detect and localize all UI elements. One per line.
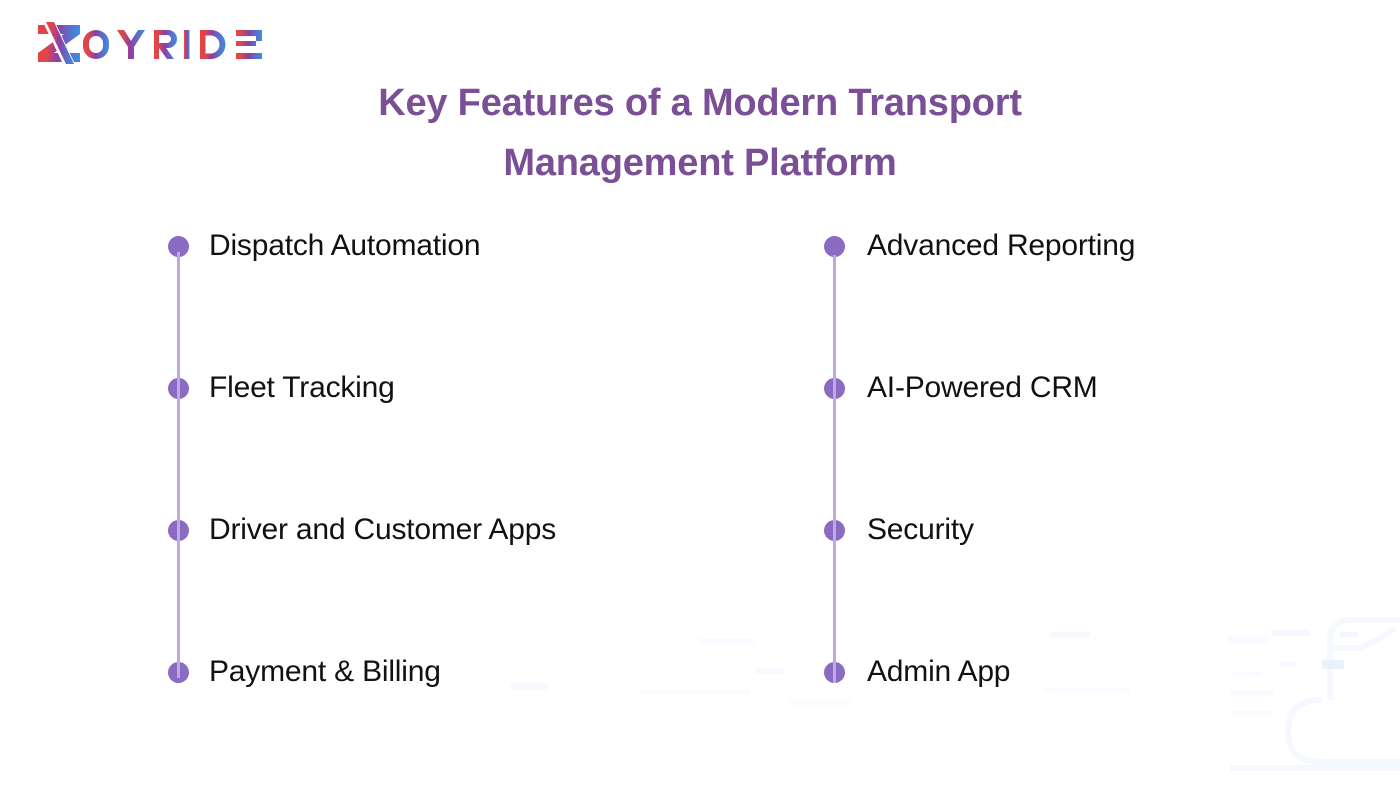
feature-label: Fleet Tracking [209, 371, 395, 404]
feature-label: Driver and Customer Apps [209, 513, 557, 546]
bullet-dot-icon [168, 235, 189, 257]
feature-label: AI-Powered CRM [867, 371, 1098, 404]
page-title-line-1: Key Features of a Modern Transport [378, 82, 1022, 125]
list-item[interactable]: AI-Powered CRM [824, 370, 1135, 406]
page-title-line-2: Management Platform [503, 142, 897, 185]
list-item[interactable]: Driver and Customer Apps [168, 512, 556, 548]
feature-label: Payment & Billing [209, 655, 441, 688]
timeline-connector-left [177, 252, 180, 678]
page-title: Key Features of a Modern Transport Manag… [300, 73, 1100, 193]
list-item[interactable]: Payment & Billing [168, 654, 556, 690]
brand-logo[interactable] [34, 22, 274, 66]
list-item[interactable]: Advanced Reporting [824, 228, 1135, 264]
feature-column-left: Dispatch Automation Fleet Tracking Drive… [168, 228, 556, 690]
list-item[interactable]: Dispatch Automation [168, 228, 556, 264]
list-item[interactable]: Admin App [824, 654, 1135, 690]
feature-column-right: Advanced Reporting AI-Powered CRM Securi… [824, 228, 1135, 690]
list-item[interactable]: Fleet Tracking [168, 370, 556, 406]
feature-label: Security [867, 513, 974, 546]
feature-label: Advanced Reporting [867, 229, 1136, 262]
timeline-connector-right [833, 255, 836, 683]
list-item[interactable]: Security [824, 512, 1135, 548]
zoyride-logo-icon [38, 22, 262, 64]
bullet-dot-icon [824, 235, 845, 257]
feature-label: Admin App [867, 655, 1011, 688]
feature-label: Dispatch Automation [209, 229, 481, 262]
